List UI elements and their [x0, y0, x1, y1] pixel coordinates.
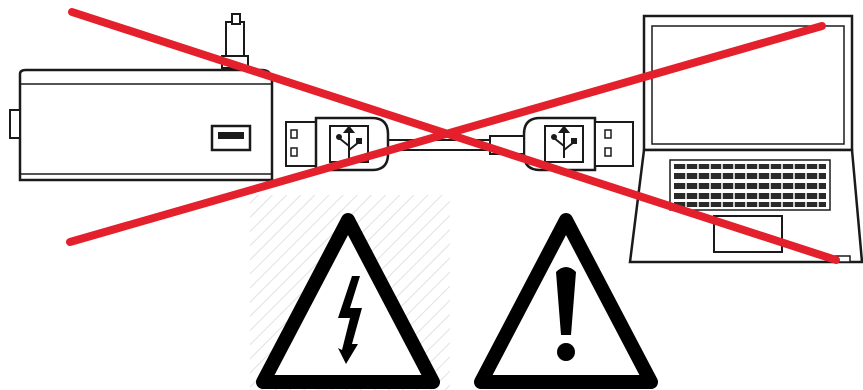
usb-port-icon	[212, 126, 250, 150]
exclamation-warning-icon	[481, 220, 651, 382]
portable-hard-drive-icon	[10, 14, 272, 180]
keyboard	[670, 160, 830, 210]
laptop-icon	[630, 16, 862, 262]
usb-connector-right	[490, 118, 633, 170]
